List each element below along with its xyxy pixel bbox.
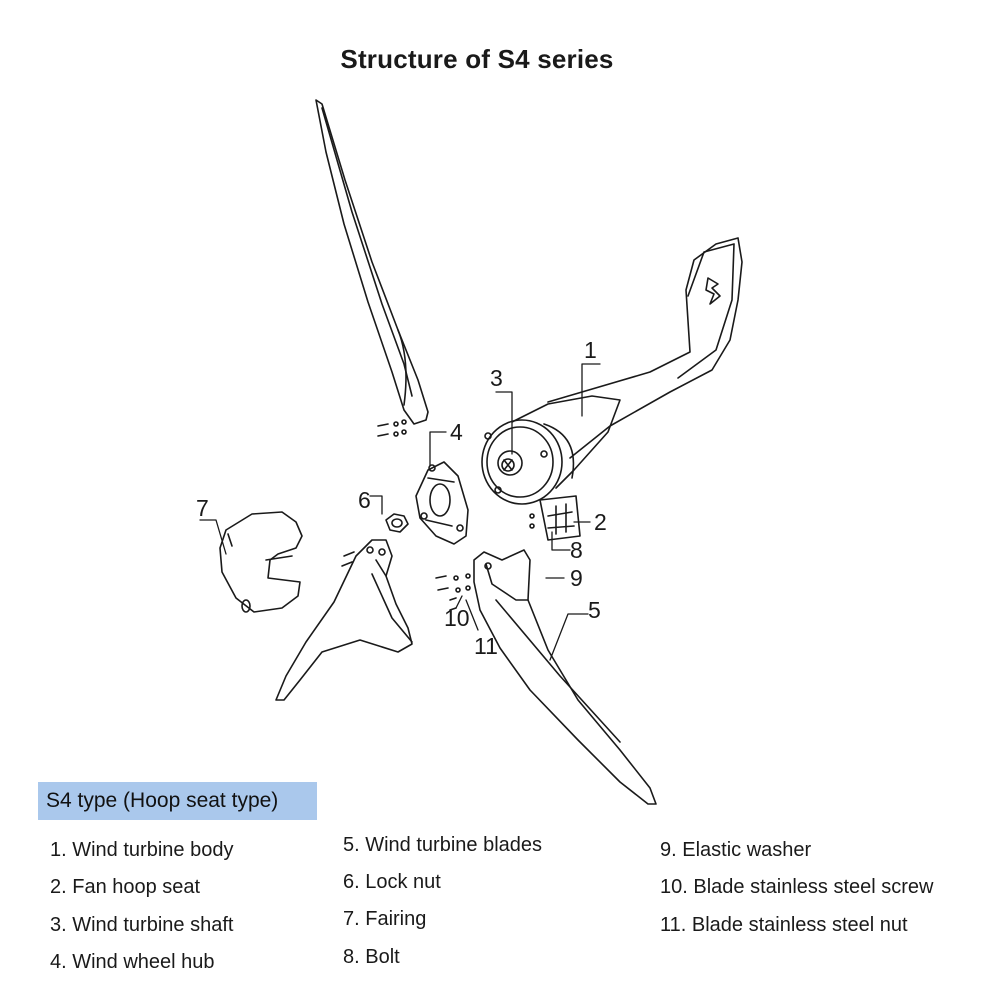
callout-2: 2 [594,509,607,535]
legend-item: 5. Wind turbine blades [343,834,543,856]
legend-item: 11. Blade stainless steel nut [660,914,908,936]
legend-item: 1. Wind turbine body [50,839,234,861]
callout-numbers: 1 2 3 4 5 6 7 8 9 10 11 [196,337,607,659]
legend-item: 9. Elastic washer [660,839,812,861]
lower-right-blade [473,549,657,805]
callout-9: 9 [570,565,583,591]
turbine-shaft [497,450,523,476]
turbine-body [481,395,621,505]
tail-fin [547,237,743,459]
legend-item: 3. Wind turbine shaft [50,914,234,936]
legend-item: 2. Fan hoop seat [50,876,201,898]
callout-8: 8 [570,537,583,563]
legend-item: 10. Blade stainless steel screw [660,876,934,898]
hoop-seat [529,495,581,541]
lock-nut [385,513,409,533]
wind-wheel-hub [415,461,469,545]
diagram-title: Structure of S4 series [340,44,614,74]
callout-11: 11 [474,633,498,659]
lower-left-blade [275,539,413,701]
callout-6: 6 [358,487,371,513]
legend-item: 8. Bolt [343,946,400,968]
callout-10: 10 [444,605,470,631]
legend-item: 7. Fairing [343,908,427,930]
callout-3: 3 [490,365,503,391]
callout-7: 7 [196,495,209,521]
legend-item: 4. Wind wheel hub [50,951,215,973]
fairing [219,511,303,613]
callout-4: 4 [450,419,463,445]
callout-5: 5 [588,597,601,623]
type-badge: S4 type (Hoop seat type) [38,782,317,820]
leader-lines [199,363,601,661]
arrow-icon [705,277,721,305]
blade-screws [377,419,471,611]
callout-1: 1 [584,337,597,363]
legend-item: 6. Lock nut [343,871,441,893]
upper-blade [315,99,429,425]
